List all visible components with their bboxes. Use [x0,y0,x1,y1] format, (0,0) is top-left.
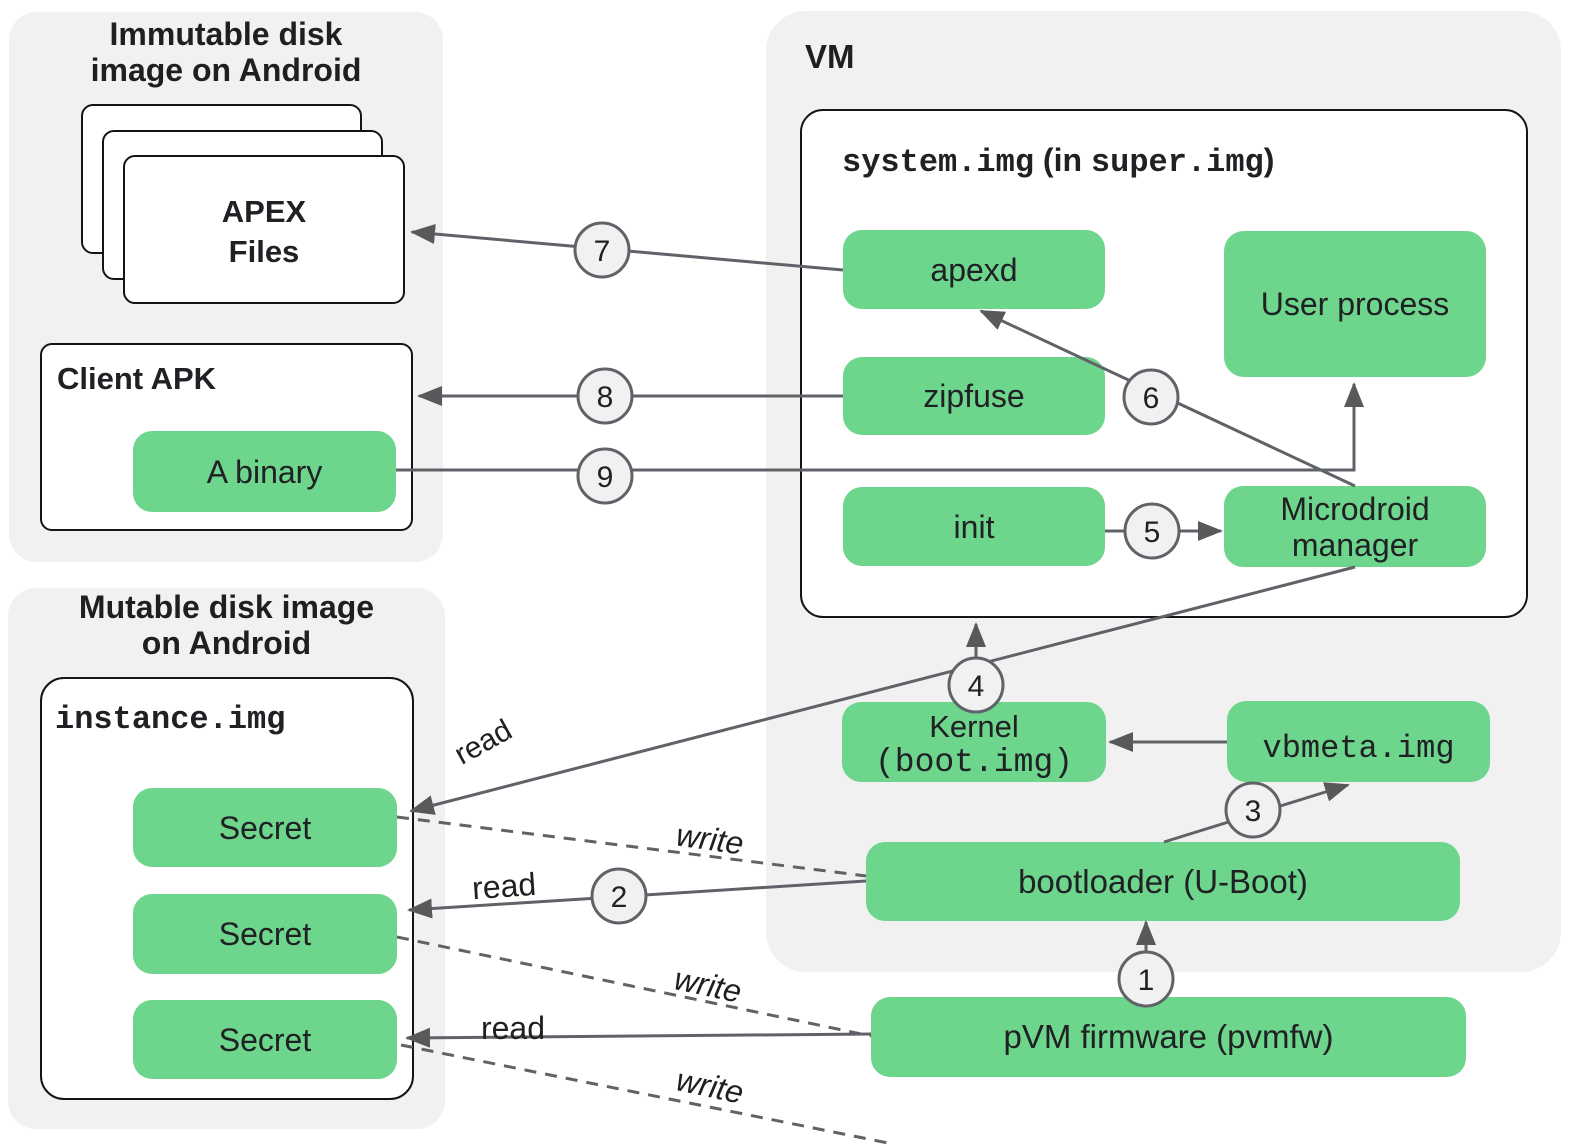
svg-text:read: read [449,713,518,771]
svg-text:8: 8 [597,381,614,414]
svg-text:2: 2 [611,881,628,914]
svg-text:read: read [481,1010,545,1046]
svg-text:9: 9 [597,461,614,494]
svg-text:write: write [671,960,745,1009]
svg-text:write: write [673,1061,747,1110]
svg-text:write: write [674,816,746,861]
svg-text:7: 7 [594,235,611,268]
svg-text:read: read [471,866,537,906]
